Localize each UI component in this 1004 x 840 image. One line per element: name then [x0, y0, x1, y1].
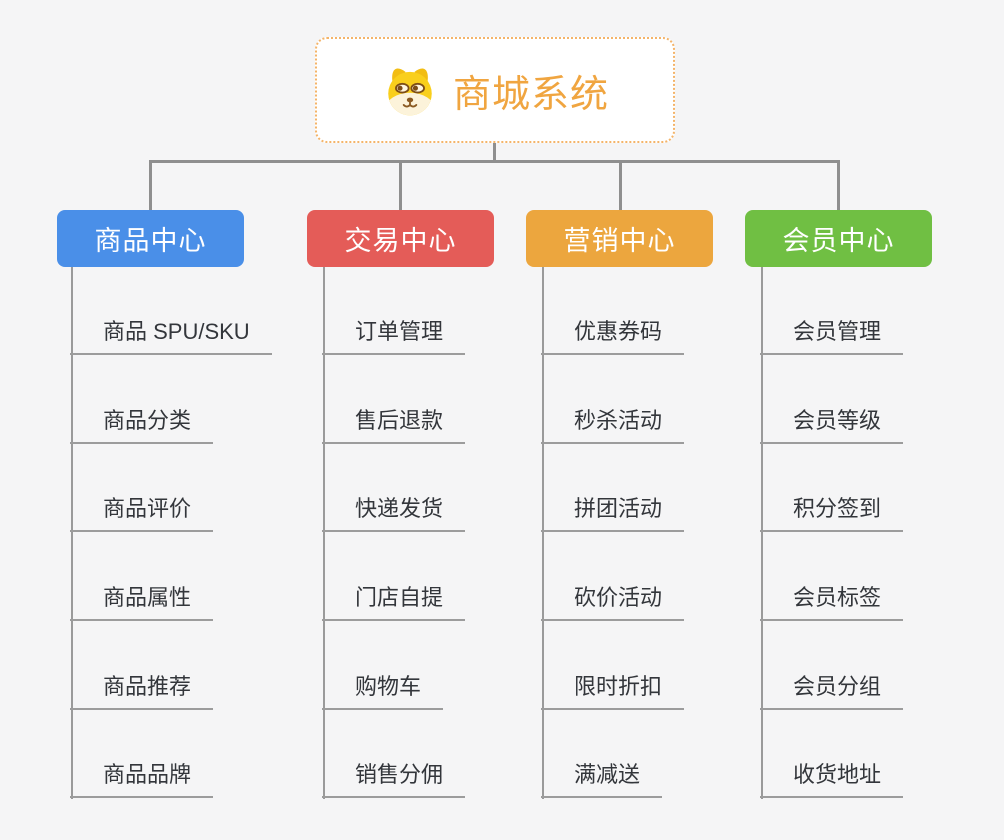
branch-product-center[interactable]: 商品中心 — [57, 210, 244, 267]
connector-trunk — [323, 267, 325, 799]
leaf-topic[interactable]: 快递发货 — [322, 494, 466, 532]
connector-trunk — [71, 267, 73, 799]
connector-trunk — [761, 267, 763, 799]
branch-trade-center[interactable]: 交易中心 — [307, 210, 494, 267]
root-topic-label: 商城系统 — [452, 73, 609, 116]
branch-label: 会员中心 — [782, 226, 895, 256]
branch-label: 营销中心 — [563, 226, 676, 256]
connector-root-stem — [493, 142, 496, 163]
connector-drop — [399, 160, 402, 211]
leaf-topic[interactable]: 商品品牌 — [70, 760, 214, 798]
branch-label: 交易中心 — [344, 226, 457, 256]
branch-member-center[interactable]: 会员中心 — [745, 210, 932, 267]
connector-drop — [619, 160, 622, 211]
root-topic[interactable]: 商城系统 — [315, 37, 675, 143]
connector-trunk — [542, 267, 544, 799]
leaf-topic[interactable]: 砍价活动 — [541, 583, 685, 621]
leaf-topic[interactable]: 会员分组 — [760, 672, 904, 710]
leaf-topic[interactable]: 限时折扣 — [541, 672, 685, 710]
leaf-topic[interactable]: 收货地址 — [760, 760, 904, 798]
leaf-topic[interactable]: 会员管理 — [760, 317, 904, 355]
branch-marketing-center[interactable]: 营销中心 — [526, 210, 713, 267]
connector-drop — [149, 160, 152, 211]
leaf-topic[interactable]: 会员标签 — [760, 583, 904, 621]
leaf-topic[interactable]: 售后退款 — [322, 406, 466, 444]
leaf-topic[interactable]: 订单管理 — [322, 317, 466, 355]
leaf-topic[interactable]: 商品属性 — [70, 583, 214, 621]
leaf-topic[interactable]: 门店自提 — [322, 583, 466, 621]
leaf-topic[interactable]: 优惠券码 — [541, 317, 685, 355]
branch-label: 商品中心 — [94, 226, 207, 256]
leaf-topic[interactable]: 商品分类 — [70, 406, 214, 444]
leaf-topic[interactable]: 购物车 — [322, 672, 444, 710]
leaf-topic[interactable]: 会员等级 — [760, 406, 904, 444]
connector-drop — [837, 160, 840, 211]
leaf-topic[interactable]: 商品 SPU/SKU — [70, 317, 272, 355]
leaf-topic[interactable]: 积分签到 — [760, 494, 904, 532]
leaf-topic[interactable]: 商品推荐 — [70, 672, 214, 710]
connector-bus — [149, 160, 840, 163]
dog-face-icon — [388, 68, 432, 116]
leaf-topic[interactable]: 销售分佣 — [322, 760, 466, 798]
leaf-topic[interactable]: 拼团活动 — [541, 494, 685, 532]
leaf-topic[interactable]: 秒杀活动 — [541, 406, 685, 444]
leaf-topic[interactable]: 商品评价 — [70, 494, 214, 532]
leaf-topic[interactable]: 满减送 — [541, 760, 663, 798]
